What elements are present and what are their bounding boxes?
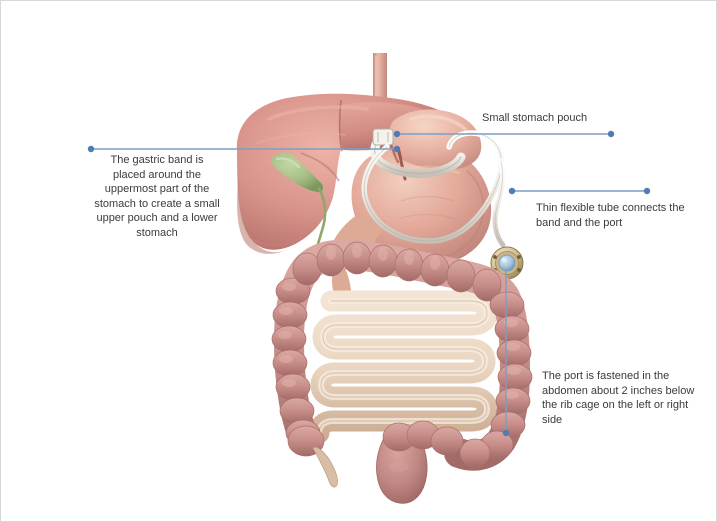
callout-gastric-band: The gastric band is placed around the up… [94, 154, 220, 239]
gastric-band-device [370, 128, 466, 178]
rectum-shape [376, 420, 464, 504]
appendix-shape [312, 446, 338, 488]
leader-lines [87, 130, 651, 437]
access-port-device [490, 246, 524, 280]
large-intestine-shape [271, 239, 533, 471]
callout-access-port: The port is fastened in the abdomen abou… [542, 370, 695, 426]
small-intestine-shape [308, 290, 498, 444]
gallbladder-shape [271, 152, 324, 193]
callout-thin-flexible-tube: Thin flexible tube connects the band and… [536, 202, 685, 229]
callout-small-stomach-pouch: Small stomach pouch [482, 112, 588, 124]
